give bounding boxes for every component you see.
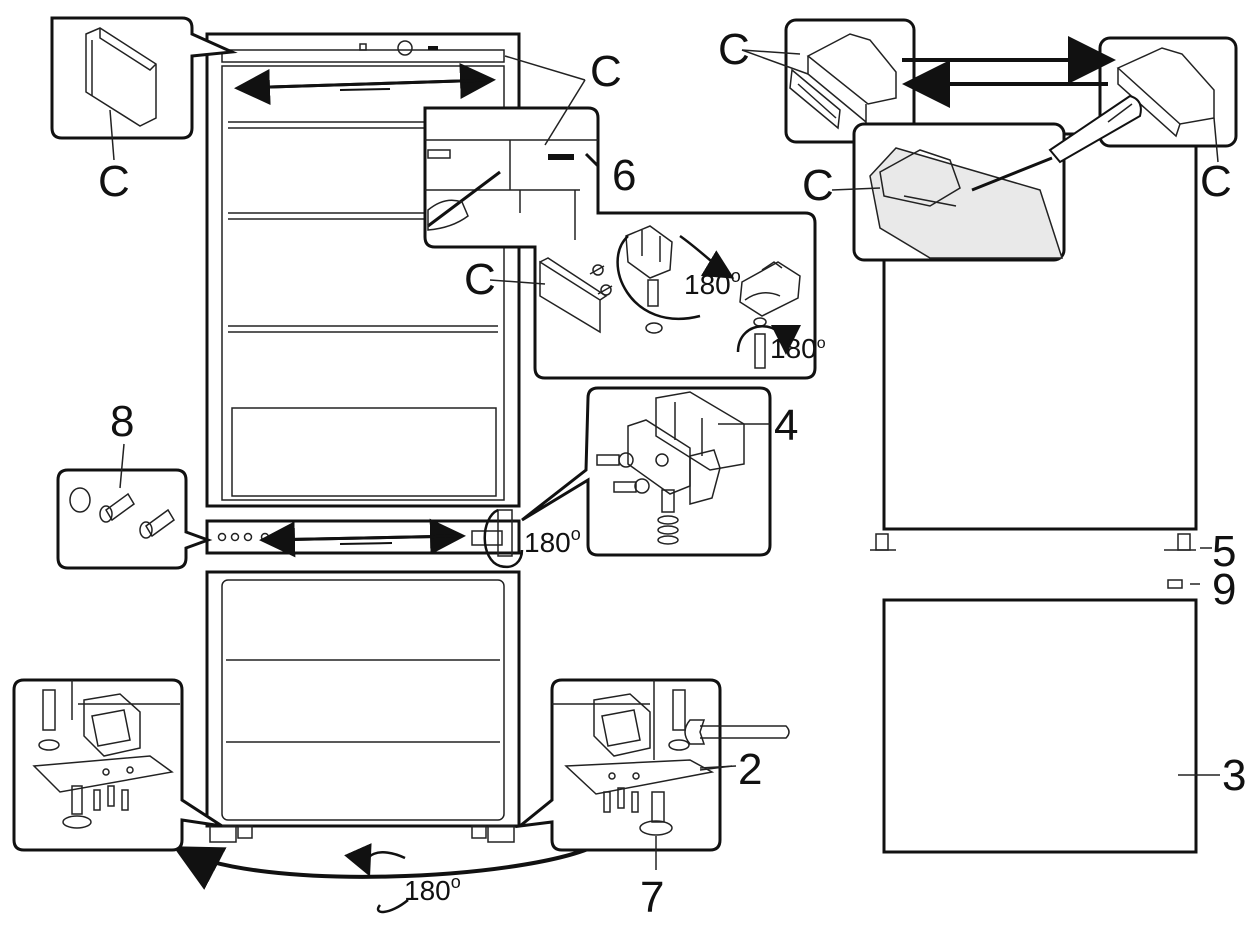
label-4: 4: [774, 401, 798, 450]
label-180-pin: 180o: [770, 333, 826, 364]
label-2: 2: [738, 745, 762, 794]
label-180-bottom: 180o: [404, 872, 461, 906]
label-6: 6: [612, 151, 636, 200]
fridge-lower-door: [205, 570, 521, 843]
label-5: 5: [1212, 527, 1236, 576]
label-8: 8: [110, 397, 134, 446]
callout-cover-right: [1098, 36, 1238, 163]
callout-screwdriver: [852, 94, 1142, 262]
label-c-top-center: C: [590, 47, 622, 96]
callout-hole-caps: [56, 443, 213, 570]
middle-hinge-strip: [205, 508, 524, 569]
label-c-top-left: C: [98, 157, 130, 206]
leader-lines: [489, 49, 881, 769]
label-c-right-cover: C: [1200, 157, 1232, 206]
callout-top-cover: [50, 16, 238, 161]
label-7: 7: [640, 873, 664, 922]
label-9: 9: [1212, 565, 1236, 614]
callout-upper-hinge: [423, 106, 817, 380]
label-c-top-right-left: C: [718, 25, 750, 74]
callout-bottom-right-foot: [514, 678, 790, 870]
label-3: 3: [1222, 751, 1246, 800]
callout-middle-hinge: [521, 386, 772, 557]
exchange-arrows: [902, 36, 1116, 108]
callout-bottom-left-foot: [12, 678, 223, 852]
label-c-hinge: C: [464, 255, 496, 304]
label-c-screwdriver: C: [802, 161, 834, 210]
top-double-arrow: [234, 62, 496, 106]
right-lower-door: [882, 598, 1220, 854]
label-180-middle: 180o: [524, 524, 581, 558]
bottom-swing-arrow: [172, 843, 596, 914]
label-180-hinge: 180o: [684, 266, 741, 300]
labels: C C 6 C 180o 180o 8 4 180o 2 180o 7 C C …: [98, 25, 1246, 922]
